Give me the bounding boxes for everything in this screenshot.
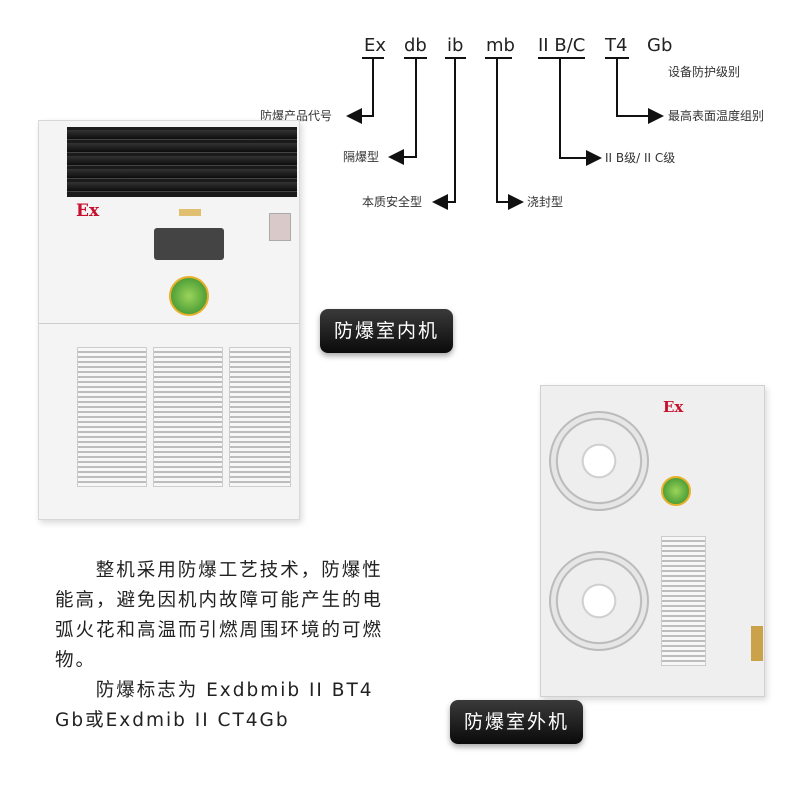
eco-seal-icon — [661, 476, 691, 506]
label-db: 隔爆型 — [343, 150, 380, 164]
label-ib: 本质安全型 — [362, 195, 423, 209]
code-ex: Ex — [364, 35, 387, 56]
label-gb: 设备防护级别 — [668, 65, 741, 79]
code-t4: T4 — [605, 35, 628, 56]
code-db: db — [404, 35, 427, 56]
code-gas-group: II B/C — [538, 35, 586, 56]
air-louvre — [67, 127, 297, 197]
ex-badge: Ex — [663, 398, 684, 416]
indoor-unit-label: 防爆室内机 — [320, 309, 454, 353]
diagram-connector-lines — [346, 57, 664, 210]
valve-fittings — [751, 626, 763, 661]
indoor-unit-image: Ex — [38, 120, 300, 520]
side-grille — [661, 536, 706, 666]
label-ex: 防爆产品代号 — [260, 109, 333, 123]
fan-icon — [549, 551, 649, 651]
label-t4: 最高表面温度组别 — [668, 109, 765, 123]
air-grille — [229, 347, 291, 487]
air-grille — [153, 347, 223, 487]
outdoor-unit-label: 防爆室外机 — [450, 700, 584, 744]
code-mb: mb — [486, 35, 515, 56]
description-paragraph: 整机采用防爆工艺技术，防爆性能高，避免因机内故障可能产生的电弧火花和高温而引燃周… — [55, 560, 384, 671]
code-gb: Gb — [647, 35, 673, 56]
ex-marking-paragraph: 防爆标志为 Exdbmib II BT4 Gb或Exdmib II CT4Gb — [55, 680, 374, 731]
brand-logo — [179, 209, 201, 216]
fan-icon — [549, 411, 649, 511]
control-panel — [154, 228, 224, 260]
label-mb: 浇封型 — [527, 195, 564, 209]
air-grille — [77, 347, 147, 487]
ex-badge: Ex — [76, 201, 100, 221]
code-ib: ib — [447, 35, 464, 56]
nameplate — [269, 213, 291, 241]
eco-seal-icon — [169, 276, 209, 316]
label-gas-group: II B级/ II C级 — [605, 151, 676, 165]
description-text: 整机采用防爆工艺技术，防爆性能高，避免因机内故障可能产生的电弧火花和高温而引燃周… — [55, 556, 390, 736]
outdoor-unit-image: Ex — [540, 385, 765, 697]
